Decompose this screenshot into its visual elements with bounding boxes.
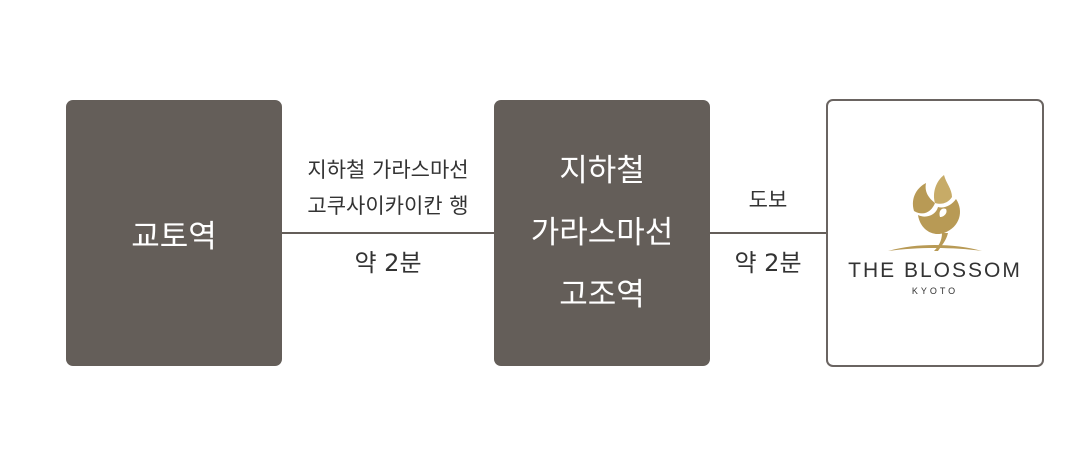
hotel-city: KYOTO — [911, 285, 959, 296]
subway-connector-line — [282, 232, 494, 234]
kyoto-station-box: 교토역 — [66, 100, 282, 366]
subway-route-label: 지하철 가라스마선 고쿠사이카이칸 행 — [282, 152, 494, 224]
subway-direction: 고쿠사이카이칸 행 — [307, 194, 469, 218]
walk-duration: 약 2분 — [734, 249, 802, 277]
walk-connector-line — [710, 232, 826, 234]
subway-duration: 약 2분 — [354, 249, 422, 277]
gojo-station-line-2: 가라스마선 — [530, 215, 674, 251]
subway-line-name: 지하철 가라스마선 — [307, 158, 469, 182]
gojo-station-line-1: 지하철 — [559, 153, 645, 189]
hotel-logo-box: THE BLOSSOM KYOTO — [826, 99, 1044, 367]
walk-label: 도보 — [748, 188, 788, 212]
kyoto-station-label: 교토역 — [131, 218, 217, 255]
blossom-flower-icon — [888, 174, 982, 251]
gojo-station-line-3: 고조역 — [559, 277, 645, 313]
gojo-station-box: 지하철 가라스마선 고조역 — [494, 100, 710, 366]
hotel-name: THE BLOSSOM — [848, 258, 1022, 282]
